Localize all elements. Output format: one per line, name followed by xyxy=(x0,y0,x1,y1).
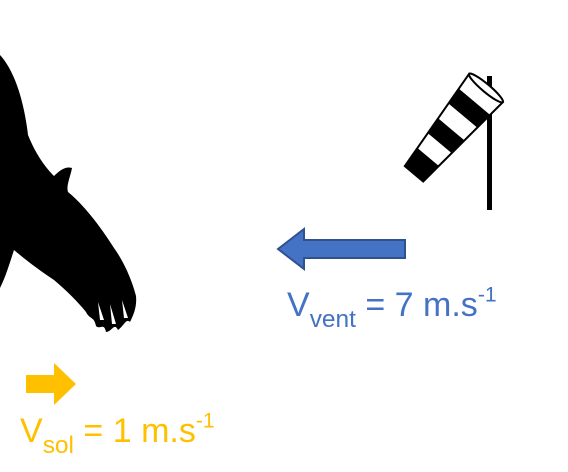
wind-speed-exponent: -1 xyxy=(477,283,497,307)
wind-speed-label: Vvent = 7 m.s-1 xyxy=(287,284,497,332)
wind-speed-subscript: vent xyxy=(309,306,356,334)
ground-speed-symbol: V xyxy=(20,412,43,450)
ground-speed-subscript: sol xyxy=(42,432,74,460)
wind-speed-symbol: V xyxy=(287,286,310,324)
wind-arrow xyxy=(276,226,406,272)
arrow-right-icon xyxy=(26,363,76,405)
ground-speed-value: = 1 m.s xyxy=(73,412,196,450)
ground-speed-exponent: -1 xyxy=(195,409,215,433)
wind-speed-value: = 7 m.s xyxy=(355,286,478,324)
windsock-pole xyxy=(487,76,492,210)
arrow-left-icon xyxy=(276,226,406,272)
windsock-icon xyxy=(403,72,505,210)
bird-silhouette-icon xyxy=(0,55,137,332)
ground-arrow xyxy=(26,363,76,405)
ground-speed-label: Vsol = 1 m.s-1 xyxy=(20,410,215,458)
